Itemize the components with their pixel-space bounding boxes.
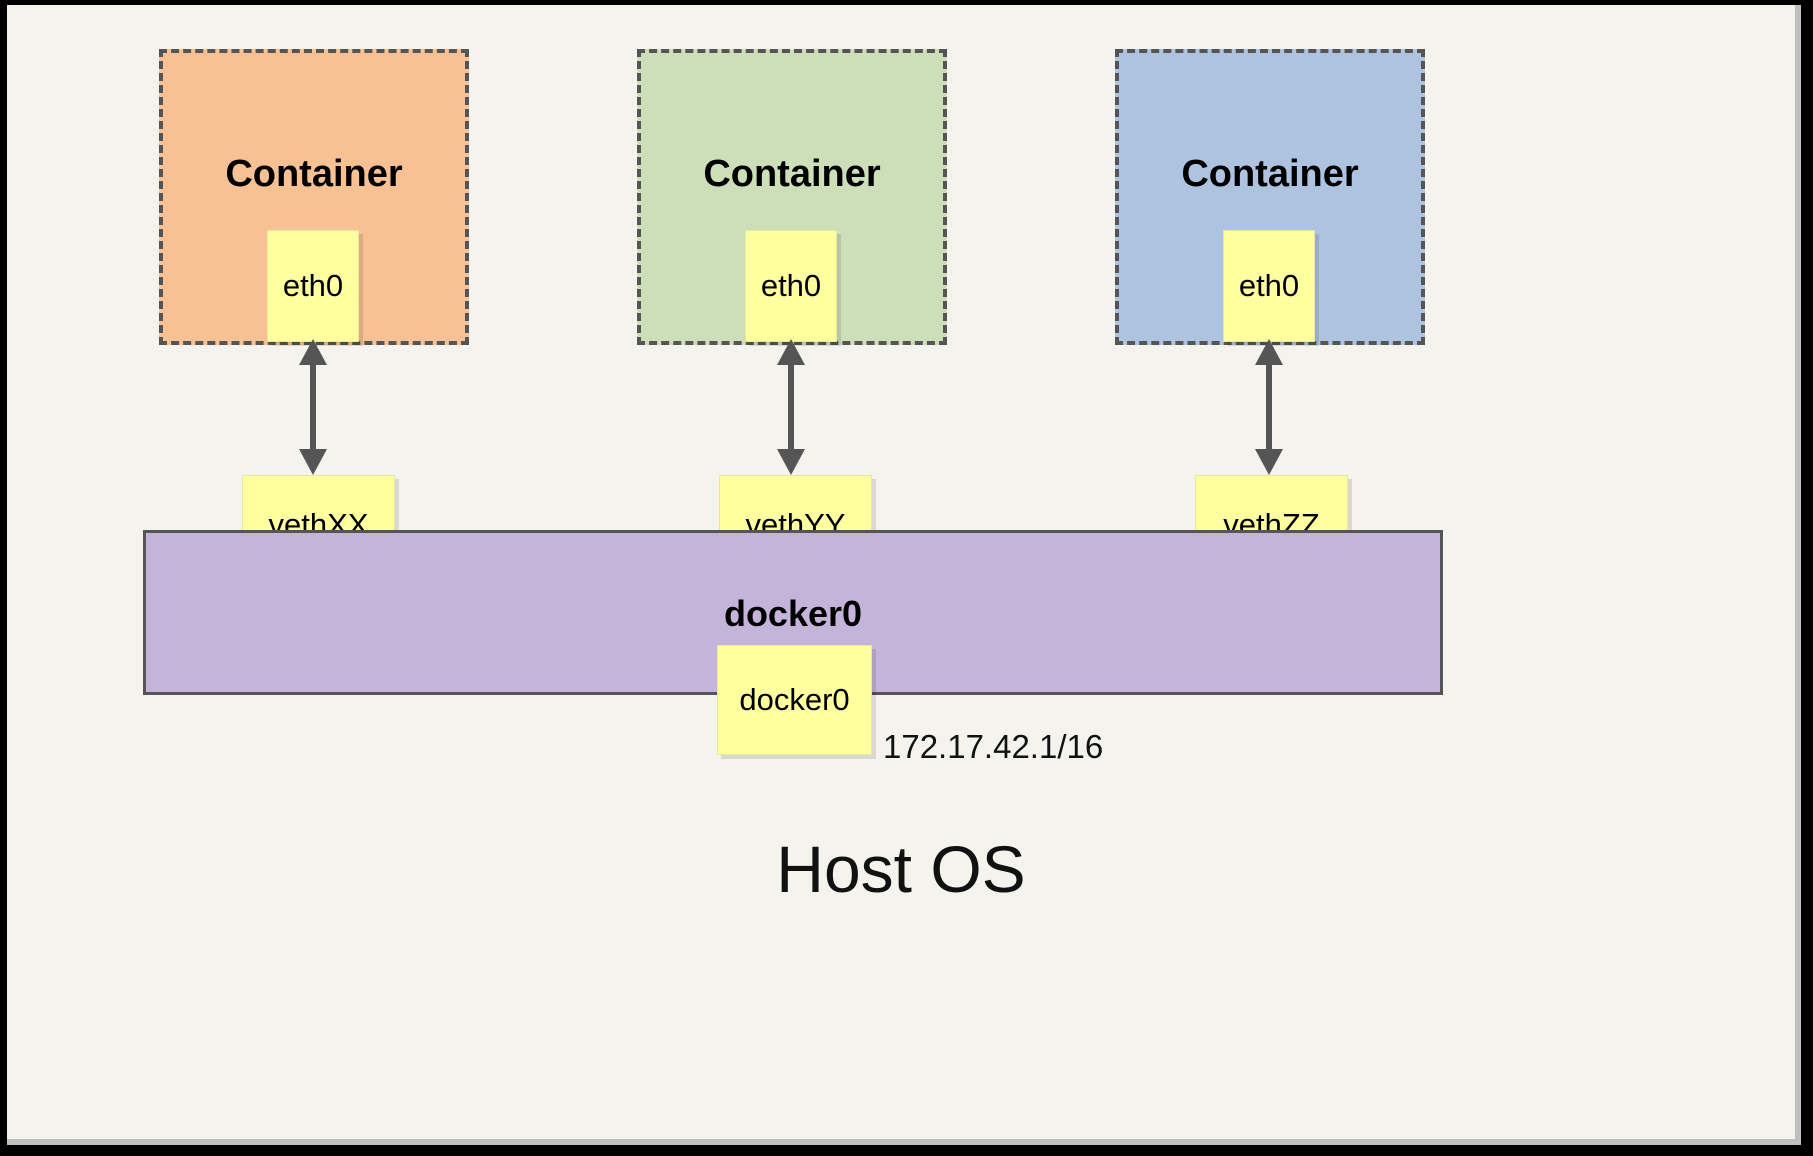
container-title-2: Container [703, 153, 881, 195]
docker0-ip-label: 172.17.42.1/16 [883, 728, 1104, 765]
docker0-interface-note: docker0 [717, 645, 872, 755]
arrow-container-2-to-veth [777, 339, 805, 475]
eth0-note-1: eth0 [267, 230, 359, 342]
container-title-1: Container [225, 153, 403, 195]
host-os-label: Host OS [776, 832, 1026, 906]
docker0-bridge-label: docker0 [723, 593, 863, 634]
eth0-note-3: eth0 [1223, 230, 1315, 342]
container-title-3: Container [1181, 153, 1359, 195]
diagram-stage: Container eth0 vethXX Container eth0 vet… [7, 5, 1801, 1145]
eth0-note-2: eth0 [745, 230, 837, 342]
arrow-container-3-to-veth [1255, 339, 1283, 475]
arrow-container-1-to-veth [299, 339, 327, 475]
